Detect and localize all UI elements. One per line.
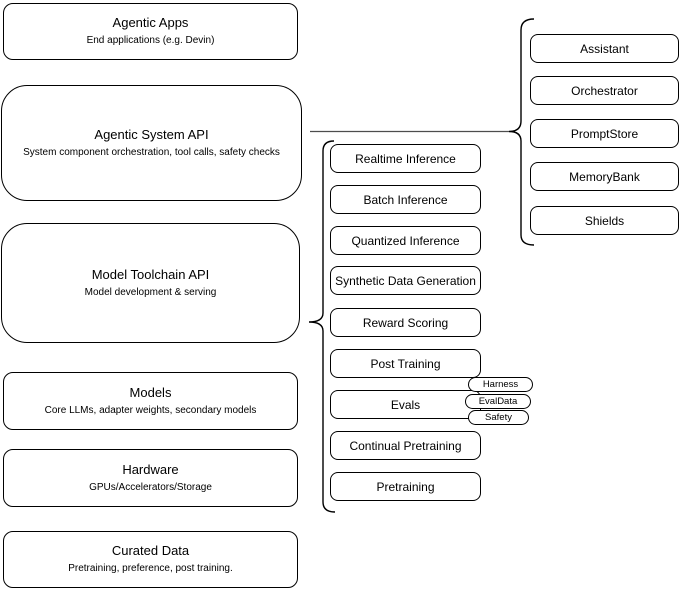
toolchain-item-reward-scoring: Reward Scoring bbox=[330, 308, 481, 337]
toolchain-item-quantized-inference: Quantized Inference bbox=[330, 226, 481, 255]
brace-system-components-group-icon bbox=[508, 18, 535, 246]
node-subtitle: Pretraining, preference, post training. bbox=[68, 563, 233, 575]
system-component-memorybank: MemoryBank bbox=[530, 162, 679, 191]
toolchain-item-continual-pretraining: Continual Pretraining bbox=[330, 431, 481, 460]
toolchain-item-pretraining: Pretraining bbox=[330, 472, 481, 501]
toolchain-item-post-training: Post Training bbox=[330, 349, 481, 378]
node-subtitle: System component orchestration, tool cal… bbox=[23, 146, 280, 158]
node-subtitle: Core LLMs, adapter weights, secondary mo… bbox=[44, 404, 257, 416]
node-title: Models bbox=[129, 384, 172, 400]
node-title: Agentic System API bbox=[94, 126, 209, 142]
node-title: Curated Data bbox=[111, 543, 190, 559]
node-agentic-apps: Agentic Apps End applications (e.g. Devi… bbox=[3, 3, 298, 60]
node-models: Models Core LLMs, adapter weights, secon… bbox=[3, 372, 298, 430]
node-title: Agentic Apps bbox=[112, 15, 189, 31]
node-subtitle: Model development & serving bbox=[84, 286, 217, 298]
node-model-toolchain-api: Model Toolchain API Model development & … bbox=[1, 223, 300, 343]
toolchain-item-batch-inference: Batch Inference bbox=[330, 185, 481, 214]
node-subtitle: GPUs/Accelerators/Storage bbox=[89, 481, 212, 493]
toolchain-item-evals: Evals bbox=[330, 390, 481, 419]
system-component-shields: Shields bbox=[530, 206, 679, 235]
node-agentic-system-api: Agentic System API System component orch… bbox=[1, 85, 302, 201]
system-component-promptstore: PromptStore bbox=[530, 119, 679, 148]
system-component-orchestrator: Orchestrator bbox=[530, 76, 679, 105]
node-curated-data: Curated Data Pretraining, preference, po… bbox=[3, 531, 298, 588]
system-component-assistant: Assistant bbox=[530, 34, 679, 63]
brace-toolchain-group-icon bbox=[308, 140, 336, 513]
node-title: Model Toolchain API bbox=[91, 266, 210, 282]
evals-tag-harness: Harness bbox=[468, 377, 533, 392]
node-subtitle: End applications (e.g. Devin) bbox=[86, 35, 215, 47]
toolchain-item-synthetic-data-generation: Synthetic Data Generation bbox=[330, 266, 481, 295]
node-title: Hardware bbox=[122, 461, 179, 477]
node-hardware: Hardware GPUs/Accelerators/Storage bbox=[3, 449, 298, 507]
evals-tag-safety: Safety bbox=[468, 410, 529, 425]
evals-tag-evaldata: EvalData bbox=[465, 394, 531, 409]
toolchain-item-realtime-inference: Realtime Inference bbox=[330, 144, 481, 173]
